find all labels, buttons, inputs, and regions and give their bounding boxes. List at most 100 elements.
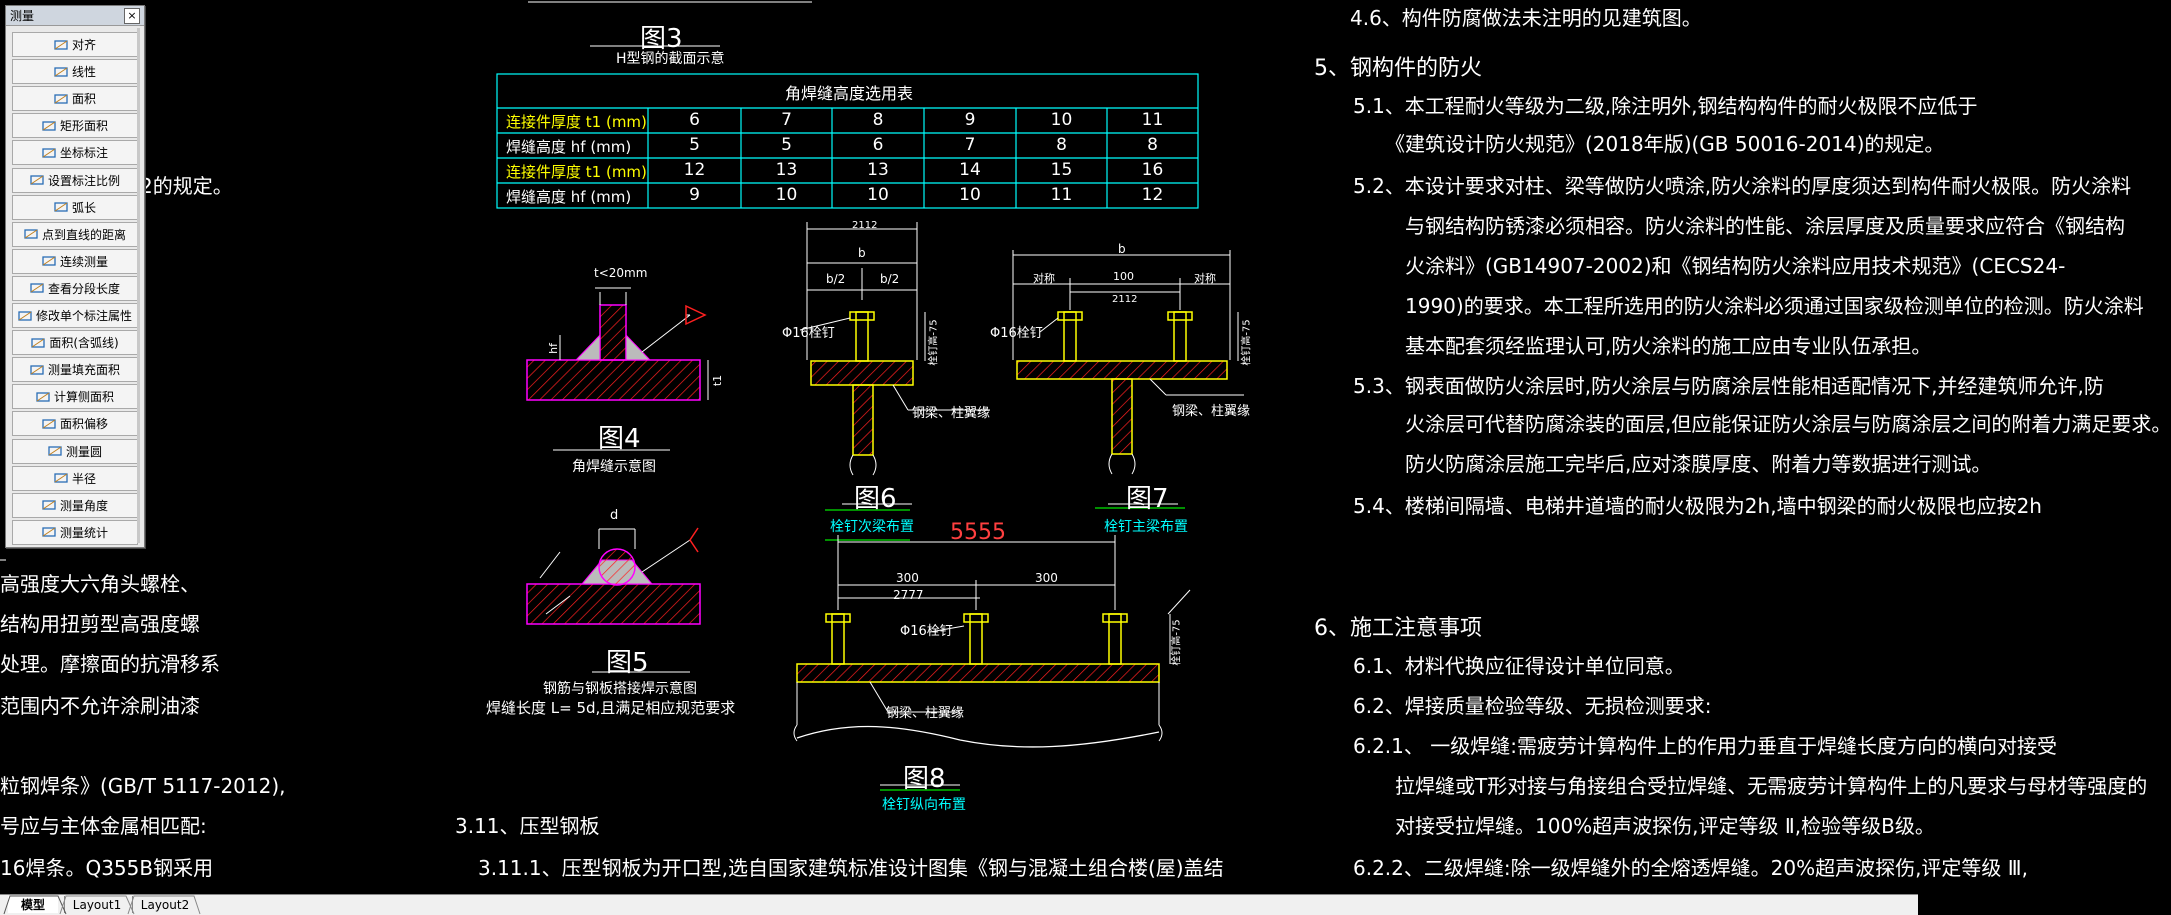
fig6-label: 图6 [854, 484, 897, 514]
right-l54: 5.4、楼梯间隔墙、电梯井道墙的耐火极限为2h,墙中钢梁的耐火极限也应按2h [1353, 494, 2042, 518]
left-text-2: 高强度大六角头螺栓、 [0, 572, 200, 596]
weld-table-cell: 6 [872, 135, 884, 155]
palette-button-hatch-area[interactable]: 测量填充面积 [12, 357, 138, 383]
palette-button-offset[interactable]: 面积偏移 [12, 411, 138, 437]
measure-palette[interactable]: 测量 × 对齐线性面积矩形面积坐标标注设置标注比例弧长点到直线的距离连续测量查看… [5, 5, 145, 548]
fig5-caption2: 焊缝长度 L= 5d,且满足相应规范要求 [486, 699, 736, 717]
palette-scroll-grip[interactable] [137, 28, 140, 543]
right-l52c: 火涂料》(GB14907-2002)和《钢结构防火涂料应用技术规范》(CECS2… [1405, 254, 2066, 278]
left-text-3: 结构用扭剪型高强度螺 [0, 612, 200, 636]
weld-table-grid [496, 73, 1199, 209]
palette-button-rect-area[interactable]: 矩形面积 [12, 113, 138, 139]
right-l53b: 火涂层可代替防腐涂装的面层,但应能保证防火涂层与防腐涂层之间的附着力满足要求。 [1405, 412, 2171, 436]
palette-button-radius[interactable]: 半径 [12, 465, 138, 491]
palette-close-button[interactable]: × [124, 7, 140, 24]
fig8-caption: 栓钉纵向布置 [882, 797, 966, 813]
linear-icon [54, 66, 68, 78]
palette-button-edit-dim[interactable]: 修改单个标注属性 [12, 303, 138, 328]
palette-button-side-area[interactable]: 计算侧面积 [12, 384, 138, 410]
cad-drawing [0, 1, 1244, 791]
palette-button-arc[interactable]: 弧长 [12, 194, 138, 220]
right-l622a: 6.2.2、二级焊缝:除一级焊缝外的全熔透焊缝。20%超声波探伤,评定等级 Ⅲ, [1353, 856, 2028, 880]
segment-icon [30, 282, 44, 294]
palette-button-circle[interactable]: 测量圆 [12, 438, 138, 464]
weld-table-cell: 11 [1141, 110, 1164, 130]
palette-button-coordinate[interactable]: 坐标标注 [12, 140, 138, 166]
fig7-dim-100: 100 [1113, 270, 1134, 283]
fig8-dim-2777: 2777 [893, 588, 924, 602]
weld-table-cell: 7 [781, 110, 792, 130]
stats-icon [42, 526, 56, 538]
palette-button-stats[interactable]: 测量统计 [12, 519, 138, 545]
palette-button-continuous[interactable]: 连续测量 [12, 248, 138, 274]
tab-layout2[interactable]: Layout2 [132, 896, 197, 913]
hatch-area-icon [30, 364, 44, 376]
area-icon [54, 93, 68, 105]
fig8-dim-5555: 5555 [950, 520, 1006, 545]
weld-table-row-label: 焊缝高度 hf (mm) [506, 188, 632, 206]
palette-button-align[interactable]: 对齐 [12, 32, 138, 57]
weld-table-cell: 15 [1050, 160, 1073, 180]
tab-model[interactable]: 模型 [8, 896, 58, 913]
palette-titlebar[interactable]: 测量 × [6, 6, 144, 26]
palette-button-arc-area[interactable]: 面积(含弧线) [12, 330, 138, 356]
palette-button-segment[interactable]: 查看分段长度 [12, 275, 138, 301]
point-line-icon [24, 228, 38, 240]
right-l621c: 对接受拉焊缝。100%超声波探伤,评定等级 Ⅱ,检验等级B级。 [1395, 814, 1935, 838]
palette-button-label: 面积偏移 [59, 417, 108, 432]
tab-separators [3, 895, 201, 915]
fig8-stud: Φ16栓钉 [900, 624, 953, 639]
palette-button-label: 测量统计 [59, 525, 108, 540]
weld-table-cell: 12 [683, 160, 706, 180]
right-l51a: 5.1、本工程耐火等级为二级,除注明外,钢结构构件的耐火极限不应低于 [1353, 94, 1978, 118]
weld-table-row-label: 连接件厚度 t1 (mm) [506, 163, 647, 181]
right-l46: 4.6、构件防腐做法未注明的见建筑图。 [1350, 6, 1702, 30]
fig7-drawing [1012, 250, 1244, 509]
weld-table-cell: 13 [867, 160, 889, 180]
fig7-beam-note: 钢梁、柱翼缘 [1172, 404, 1251, 419]
section-311-title: 3.11、压型钢板 [455, 814, 600, 838]
weld-table-cell: 13 [775, 160, 798, 180]
arc-icon [54, 201, 68, 213]
radius-icon [54, 472, 68, 484]
weld-table-cell: 9 [689, 185, 700, 205]
coordinate-icon [42, 147, 56, 159]
fig7-duichen-right: 对称 [1194, 272, 1216, 285]
palette-button-label: 计算侧面积 [53, 390, 114, 405]
palette-button-label: 点到直线的距离 [41, 227, 126, 242]
fig4-label: 图4 [598, 424, 641, 454]
left-text-4: 处理。摩擦面的抗滑移系 [0, 652, 220, 676]
section-311-line1: 3.11.1、压型钢板为开口型,选自国家建筑标准设计图集《钢与混凝土组合楼(屋)… [478, 856, 1224, 880]
weld-table-cell: 8 [1056, 135, 1067, 155]
fig6-caption: 栓钉次梁布置 [830, 519, 914, 535]
fig7-duichen-left: 对称 [1033, 272, 1055, 285]
tab-layout1[interactable]: Layout1 [64, 896, 129, 913]
palette-button-scale[interactable]: 设置标注比例 [12, 167, 138, 193]
palette-button-area[interactable]: 面积 [12, 86, 138, 112]
right-l52d: 1990)的要求。本工程所选用的防火涂料必须通过国家级检测单位的检测。防火涂料 [1405, 294, 2144, 318]
weld-table-title: 角焊缝高度选用表 [785, 84, 914, 103]
fig8-dim-300-left: 300 [896, 571, 919, 585]
palette-button-label: 测量圆 [65, 444, 102, 459]
fig7-label: 图7 [1126, 484, 1169, 514]
right-l621a: 6.2.1、 一级焊缝:需疲劳计算构件上的作用力垂直于焊缝长度方向的横向对接受 [1353, 734, 2057, 758]
right-l52a: 5.2、本设计要求对柱、梁等做防火喷涂,防火涂料的厚度须达到构件耐火极限。防火涂… [1353, 174, 2132, 198]
fig8-h75: 栓钉高-75 [1171, 619, 1183, 666]
offset-icon [42, 418, 56, 430]
fig8-drawing [793, 535, 1191, 791]
palette-button-linear[interactable]: 线性 [12, 59, 138, 85]
fig3-caption: H型钢的截面示意 [616, 51, 725, 67]
fig6-drawing [799, 222, 990, 541]
fig4-drawing [526, 287, 709, 451]
weld-table-cell: 9 [964, 110, 976, 130]
palette-button-point-line[interactable]: 点到直线的距离 [12, 221, 138, 247]
weld-table-cell: 8 [1147, 135, 1158, 155]
palette-button-label: 测量填充面积 [47, 363, 120, 378]
palette-button-label: 查看分段长度 [47, 281, 120, 296]
weld-table-cell: 14 [959, 160, 981, 180]
palette-button-angle[interactable]: 测量角度 [12, 492, 138, 518]
palette-button-label: 半径 [71, 471, 96, 486]
weld-table-cell: 10 [867, 185, 889, 205]
right-l52b: 与钢结构防锈漆必须相容。防火涂料的性能、涂层厚度及质量要求应符合《钢结构 [1405, 214, 2125, 238]
